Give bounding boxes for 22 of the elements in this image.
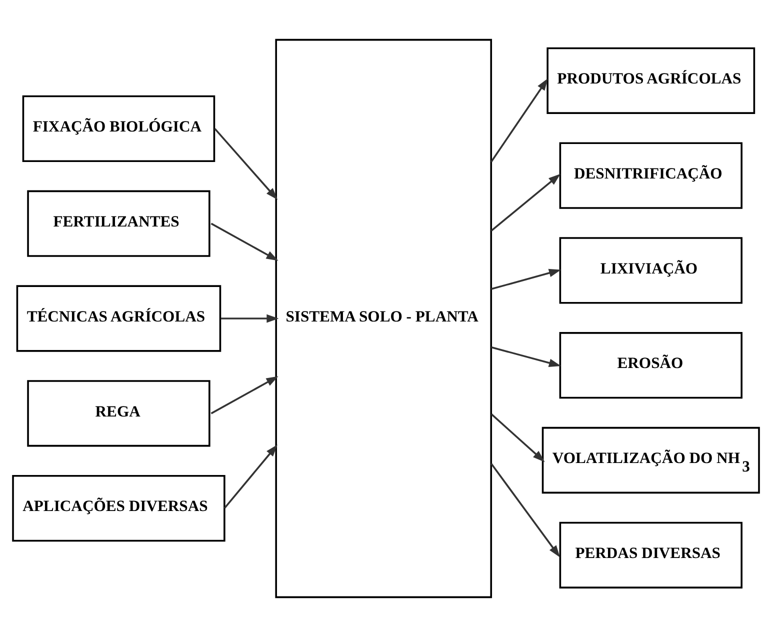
- node-box: LIXIVIAÇÃO: [559, 237, 742, 304]
- arrow: [491, 268, 561, 290]
- node-box: PRODUTOS AGRÍCOLAS: [546, 47, 756, 114]
- node-box: EROSÃO: [559, 332, 742, 399]
- node-box: DESNITRIFICAÇÃO: [559, 142, 742, 209]
- arrow: [491, 346, 561, 367]
- arrow: [224, 444, 278, 509]
- arrow: [490, 463, 560, 558]
- node-box: SISTEMA SOLO - PLANTA: [275, 38, 492, 598]
- arrow: [220, 314, 279, 323]
- arrow: [490, 174, 560, 232]
- arrow: [210, 376, 278, 414]
- node-box: FERTILIZANTES: [27, 190, 210, 257]
- arrow: [490, 414, 545, 462]
- arrow: [214, 128, 278, 200]
- node-box: APLICAÇÕES DIVERSAS: [12, 474, 226, 542]
- node-box: REGA: [27, 380, 210, 447]
- arrow: [210, 222, 278, 261]
- arrow: [490, 78, 548, 162]
- node-box: PERDAS DIVERSAS: [559, 522, 742, 588]
- node-box: FIXAÇÃO BIOLÓGICA: [22, 95, 216, 162]
- node-box: TÉCNICAS AGRÍCOLAS: [16, 285, 222, 352]
